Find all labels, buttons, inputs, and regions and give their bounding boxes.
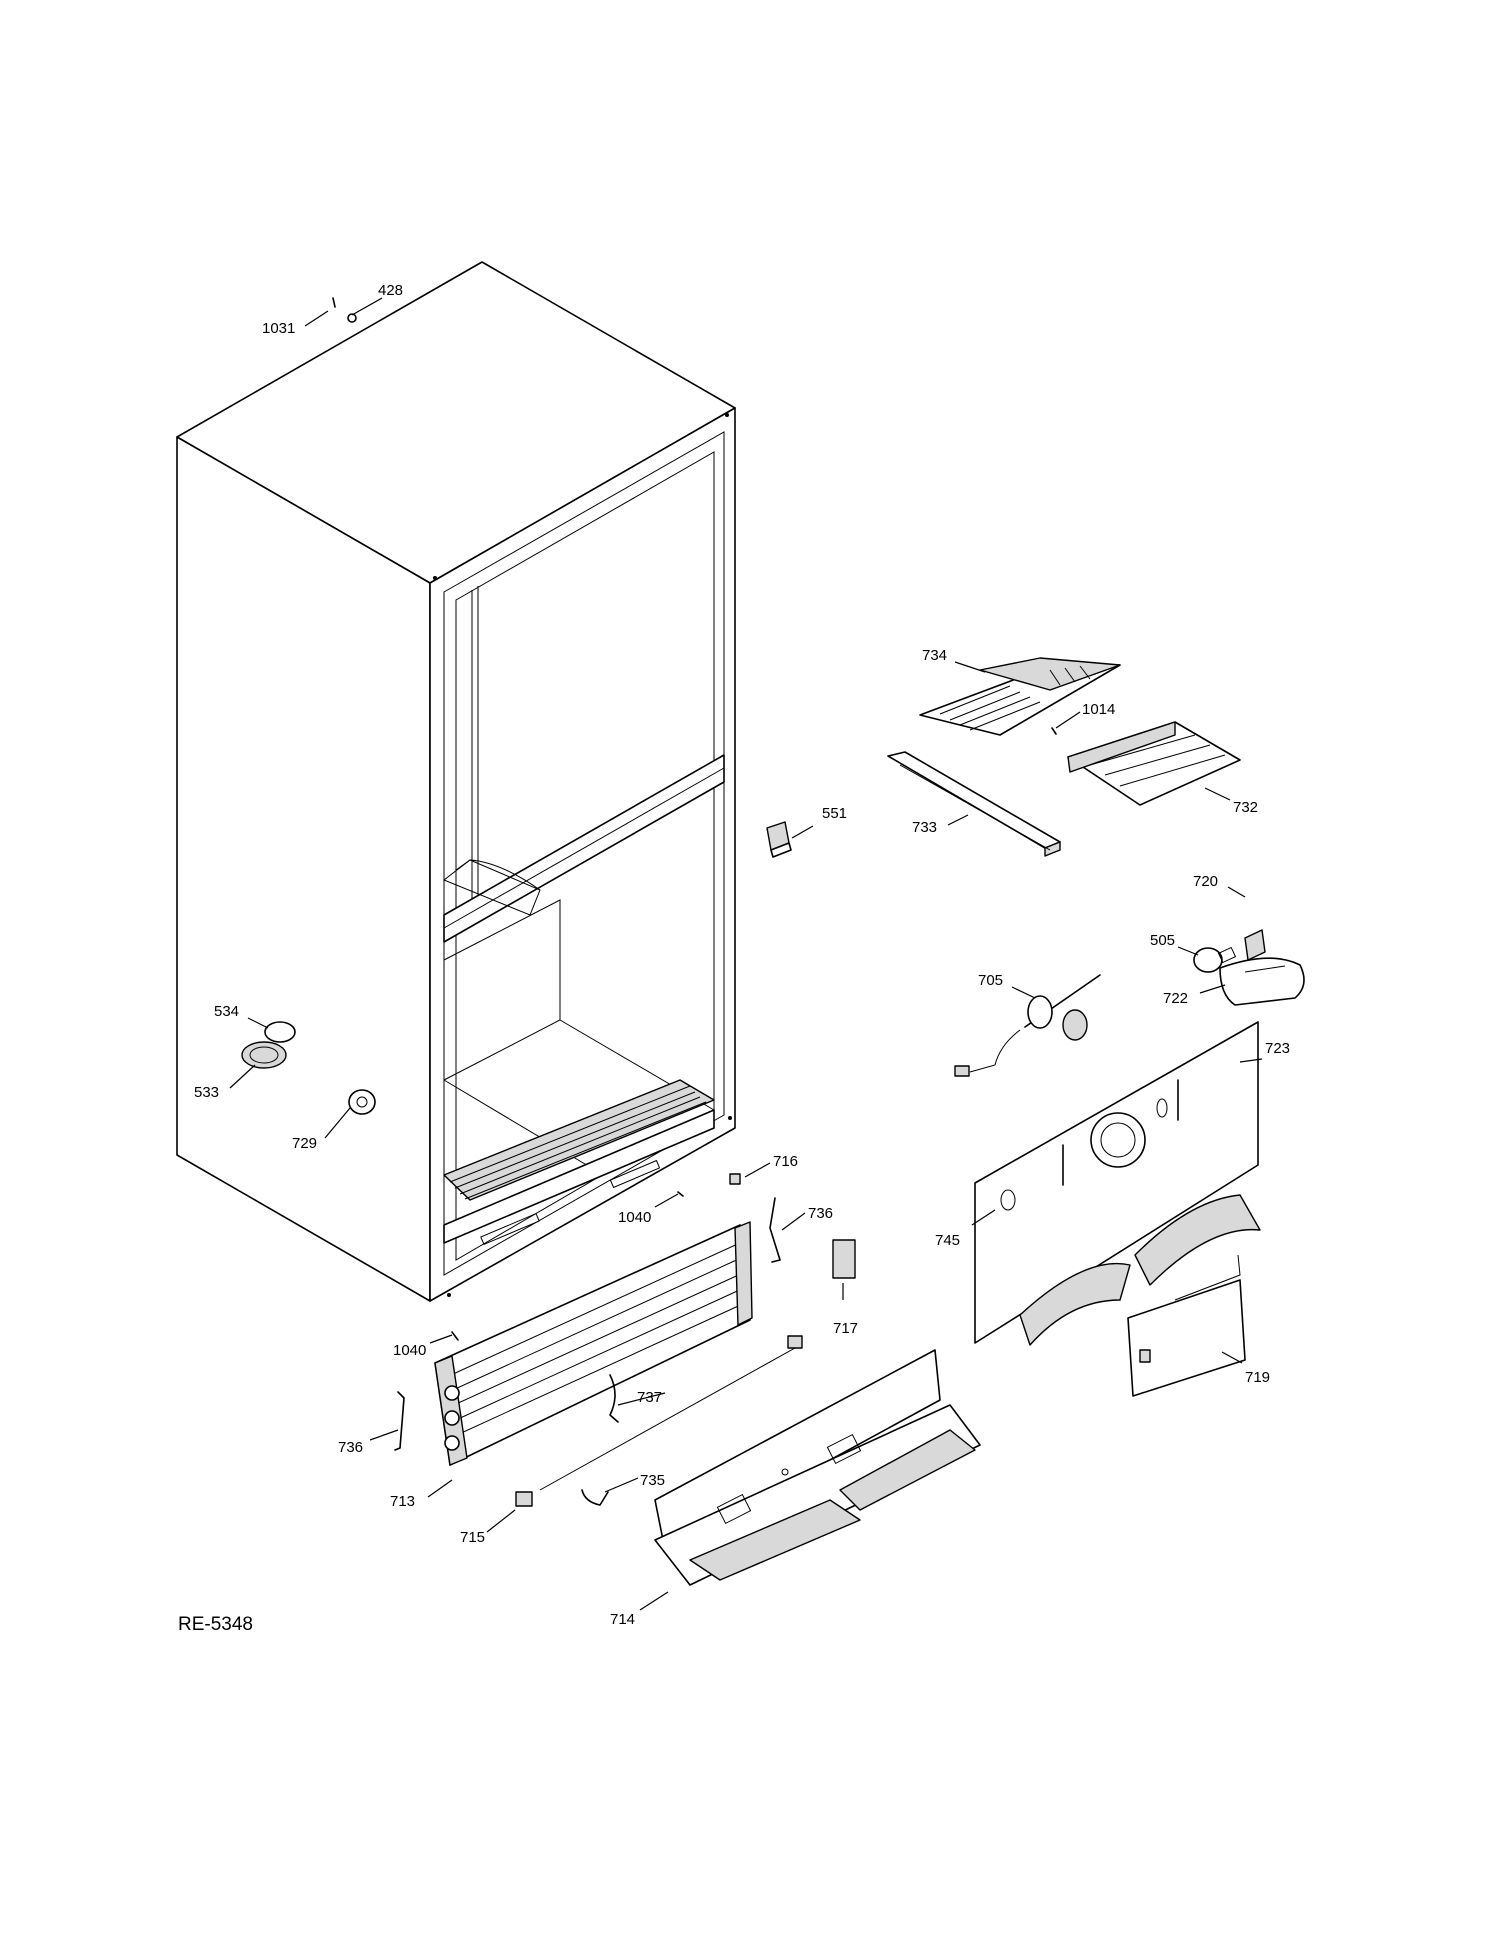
part-534-plug [264, 1021, 296, 1043]
label-722: 722 [1163, 990, 1188, 1007]
diagram-reference: RE-5348 [178, 1614, 253, 1635]
part-729-grommet [348, 1089, 376, 1115]
part-714-drain-trough [654, 1349, 981, 1586]
label-737: 737 [637, 1389, 662, 1406]
part-716-clip [729, 1173, 741, 1185]
label-729: 729 [292, 1135, 317, 1152]
part-1014-screw [1051, 727, 1057, 735]
part-labels: 1031 428 734 1014 732 551 733 720 505 72… [178, 282, 1290, 1635]
part-1031-screw [332, 297, 336, 308]
label-428: 428 [378, 282, 403, 299]
part-722-light-cover [1219, 957, 1305, 1006]
label-736-left: 736 [338, 1439, 363, 1456]
label-534: 534 [214, 1003, 239, 1020]
cabinet-bottom-grille [443, 1079, 715, 1201]
part-505-bulb [1193, 946, 1237, 973]
label-720: 720 [1193, 873, 1218, 890]
part-715-heater-wire [515, 1335, 803, 1507]
label-735: 735 [640, 1472, 665, 1489]
part-1040-screw-bottom [451, 1331, 459, 1341]
part-737-clip [609, 1374, 619, 1423]
label-505: 505 [1150, 932, 1175, 949]
label-551: 551 [822, 805, 847, 822]
part-732-grille [1067, 721, 1241, 806]
label-705: 705 [978, 972, 1003, 989]
part-745-ducts [1019, 1194, 1261, 1346]
label-716: 716 [773, 1153, 798, 1170]
part-428-nut [347, 313, 357, 323]
part-1040-screw-top [677, 1191, 684, 1197]
part-723-evaporator-cover [974, 1021, 1259, 1344]
label-717: 717 [833, 1320, 858, 1337]
label-714: 714 [610, 1611, 635, 1628]
leader-lines [229, 297, 1263, 1611]
part-705-fan-motor [954, 974, 1101, 1077]
part-719-bracket [1127, 1254, 1246, 1397]
label-1040-bottom: 1040 [393, 1342, 426, 1359]
label-1014: 1014 [1082, 701, 1115, 718]
part-720-socket [1244, 929, 1266, 961]
label-713: 713 [390, 1493, 415, 1510]
part-736-bracket-right [769, 1197, 781, 1263]
refrigerator-cabinet [176, 261, 736, 1302]
part-533-vent-grille [241, 1041, 287, 1069]
part-713-evaporator [434, 1221, 753, 1466]
label-732: 732 [1233, 799, 1258, 816]
part-551-switch [766, 821, 792, 858]
label-745: 745 [935, 1232, 960, 1249]
label-734: 734 [922, 647, 947, 664]
label-723: 723 [1265, 1040, 1290, 1057]
label-736-right: 736 [808, 1205, 833, 1222]
part-733-rail [887, 751, 1061, 857]
part-735-clip [581, 1489, 609, 1506]
label-719: 719 [1245, 1369, 1270, 1386]
label-733: 733 [912, 819, 937, 836]
label-1040-top: 1040 [618, 1209, 651, 1226]
label-533: 533 [194, 1084, 219, 1101]
label-1031: 1031 [262, 320, 295, 337]
label-715: 715 [460, 1529, 485, 1546]
part-717-block [832, 1239, 856, 1279]
part-734-tray [919, 657, 1121, 736]
part-736-bracket-left [394, 1391, 405, 1451]
